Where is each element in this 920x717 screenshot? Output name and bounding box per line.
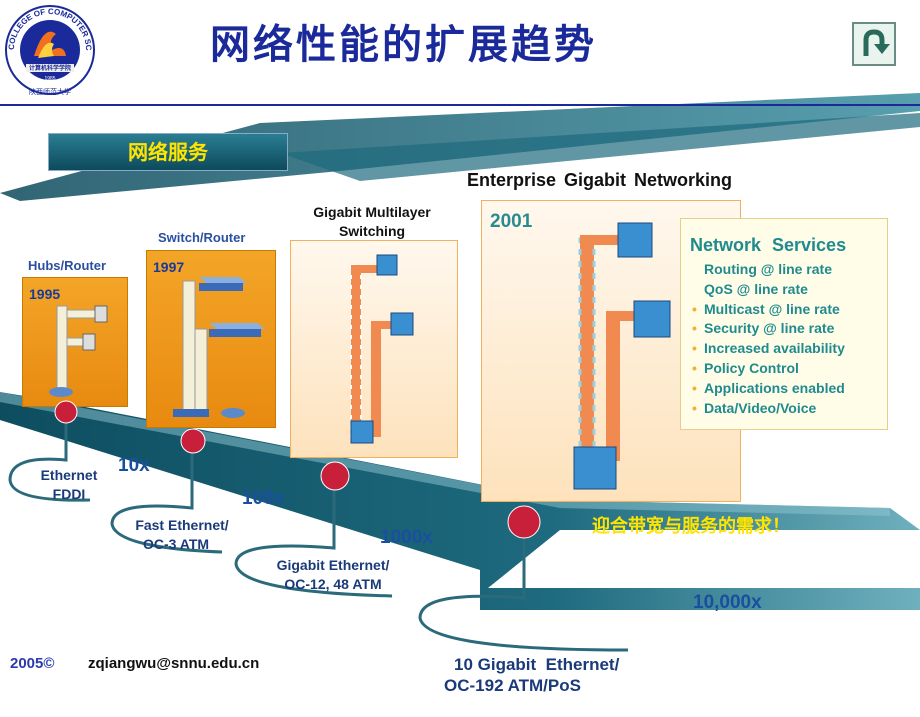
switch-icon: [173, 409, 209, 417]
multilayer-switch-icon: [350, 420, 374, 444]
multiplier-100x: 100x: [242, 488, 285, 509]
milestone-node: [507, 505, 541, 539]
gigabit-switch-icon: [617, 222, 653, 258]
slide-title: 网络性能的扩展趋势: [210, 22, 597, 68]
milestone-label-fast-ethernet: Fast Ethernet/OC-3 ATM: [135, 517, 229, 552]
enterprise-gigabit-diagram: [573, 222, 671, 490]
header-band: [0, 93, 920, 201]
network-services-panel: [680, 218, 888, 430]
return-arrow-icon: [863, 29, 890, 56]
multiplier-1000x: 1000x: [380, 527, 433, 548]
footer-email: zqiangwu@snnu.edu.cn: [88, 655, 260, 672]
multiplier-10000x: 10,000x: [693, 592, 762, 613]
era-label-line2: Switching: [338, 223, 406, 239]
service-item: Routing @ line rate: [704, 261, 832, 277]
milestone-markers: [8, 400, 629, 652]
service-banner-bg: [48, 133, 288, 171]
switch-icon: [199, 283, 243, 291]
multilayer-switch-icon: [376, 254, 398, 276]
enterprise-title: Enterprise Gigabit Networking: [467, 170, 733, 190]
era-label-switch-router: Switch/Router: [158, 230, 246, 245]
service-item: QoS @ line rate: [704, 280, 808, 297]
service-banner: 网络服务: [128, 140, 208, 164]
service-item: •Policy Control: [692, 359, 799, 376]
network-services-list: Routing @ line rate QoS @ line rate •Mul…: [692, 260, 845, 418]
milestone-node: [180, 428, 206, 454]
milestone-node: [54, 400, 78, 424]
year-label: 1997: [153, 259, 185, 275]
multilayer-switch-icon: [390, 312, 414, 336]
era-label-gigabit-multilayer: Gigabit Multilayer Switching: [292, 203, 452, 241]
hub-router-diagram: [49, 305, 108, 397]
milestone-label-gigabit-ethernet: Gigabit Ethernet/OC-12, 48 ATM: [276, 557, 390, 592]
service-item: •Multicast @ line rate: [692, 300, 840, 317]
network-services-title: Network Services: [690, 235, 847, 255]
title-divider: [0, 104, 920, 106]
footer-copyright: 2005©: [10, 655, 55, 672]
svg-text:1985: 1985: [44, 76, 55, 82]
gigabit-switch-icon: [573, 446, 617, 490]
hub-icon: [82, 333, 96, 351]
service-item: •Data/Video/Voice: [692, 399, 817, 416]
multilayer-switch-diagram: [350, 254, 414, 444]
college-logo: 计算机科学学院 1985 COLLEGE OF COMPUTER SCIENCE…: [4, 4, 95, 96]
year-label: 2001: [490, 211, 533, 232]
year-label: 1995: [29, 286, 61, 302]
era-label-hubs-router: Hubs/Router: [28, 258, 106, 273]
svg-text:计算机科学学院: 计算机科学学院: [29, 64, 71, 72]
return-button[interactable]: [852, 22, 896, 66]
era-box-1997: 1997: [146, 250, 276, 428]
timeline-ribbon: [0, 392, 920, 610]
milestone-label-10-gigabit: 10 Gigabit Ethernet/OC-192 ATM/PoS: [444, 655, 620, 695]
era-label-line1: Gigabit Multilayer: [313, 204, 431, 220]
router-icon: [221, 408, 245, 418]
svg-text:陕西师范大学: 陕西师范大学: [29, 87, 71, 96]
switch-icon: [209, 329, 261, 337]
slogan: 迎合带宽与服务的需求！: [592, 516, 790, 537]
gigabit-switch-icon: [633, 300, 671, 338]
service-item: •Applications enabled: [692, 379, 845, 396]
hub-icon: [94, 305, 108, 323]
service-item: •Increased availability: [692, 340, 845, 357]
switch-router-diagram: [173, 277, 265, 418]
router-icon: [49, 387, 73, 397]
milestone-node: [320, 461, 350, 491]
era-box-1995: 1995: [22, 277, 128, 407]
service-item: •Security @ line rate: [692, 320, 835, 337]
era-box-gigabit-multilayer: [290, 240, 458, 458]
multiplier-10x: 10x: [118, 455, 150, 476]
